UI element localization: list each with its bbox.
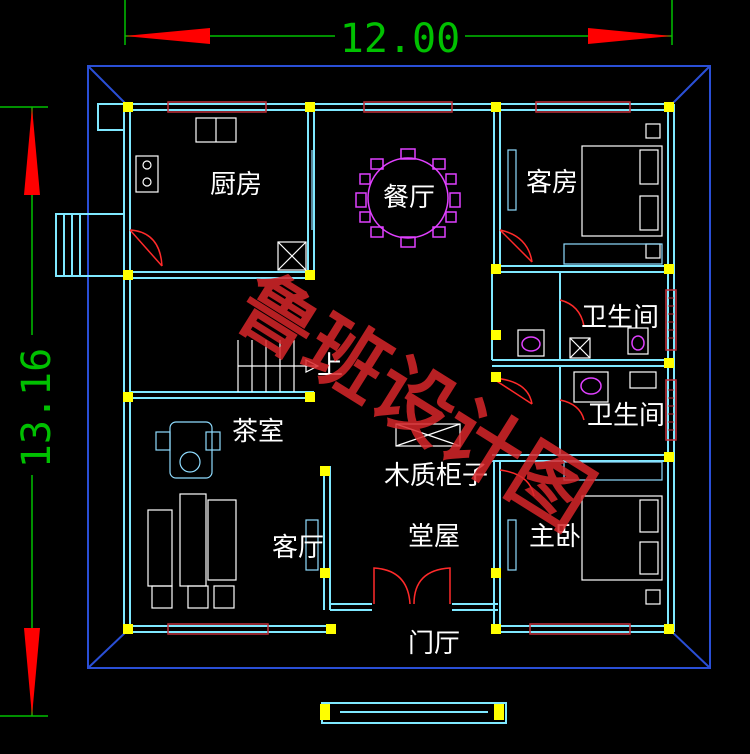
top-dimension: 12.00 [124,0,673,62]
guest-bed [507,123,663,265]
dining-label: 餐厅 [383,183,435,213]
wood-cabinet-label: 木质柜子 [384,461,488,491]
master-bed [507,461,663,605]
living-furniture [147,493,319,609]
windows [167,101,677,635]
stairs-up-label: 上 [317,351,343,381]
walls [55,103,675,724]
stairs [237,340,320,392]
bathroom-2-label: 卫生间 [587,401,665,431]
left-dimension: 13.16 [0,106,60,717]
entrance-label: 门厅 [408,629,460,659]
room-labels: 厨房 餐厅 客房 卫生间 上 茶室 卫生间 木质柜子 客厅 堂屋 主卧 门厅 [210,168,665,659]
tea-room-label: 茶室 [232,417,284,447]
wood-cabinet [395,423,461,447]
living-room-label: 客厅 [272,533,324,563]
front-door-left [373,567,411,605]
arrow-left-icon [125,28,210,44]
kitchen-fixtures [135,117,313,271]
height-dimension-label: 13.16 [14,348,60,468]
arrow-up-icon [24,107,40,195]
main-hall-label: 堂屋 [408,522,460,552]
columns [123,102,674,720]
kitchen-label: 厨房 [210,170,262,200]
arrow-right-icon [588,28,672,44]
guest-room-label: 客房 [526,168,578,198]
arrow-down-icon [24,628,40,716]
bathroom-fixtures [517,327,657,403]
bathroom-1-label: 卫生间 [581,303,659,333]
roof-outline [87,65,711,669]
watermark: 鲁班设计图 [220,256,609,547]
front-door-right [413,567,451,605]
master-bedroom-label: 主卧 [529,522,581,552]
tea-table [155,421,221,479]
width-dimension-label: 12.00 [340,16,460,62]
dining-table [355,148,461,248]
